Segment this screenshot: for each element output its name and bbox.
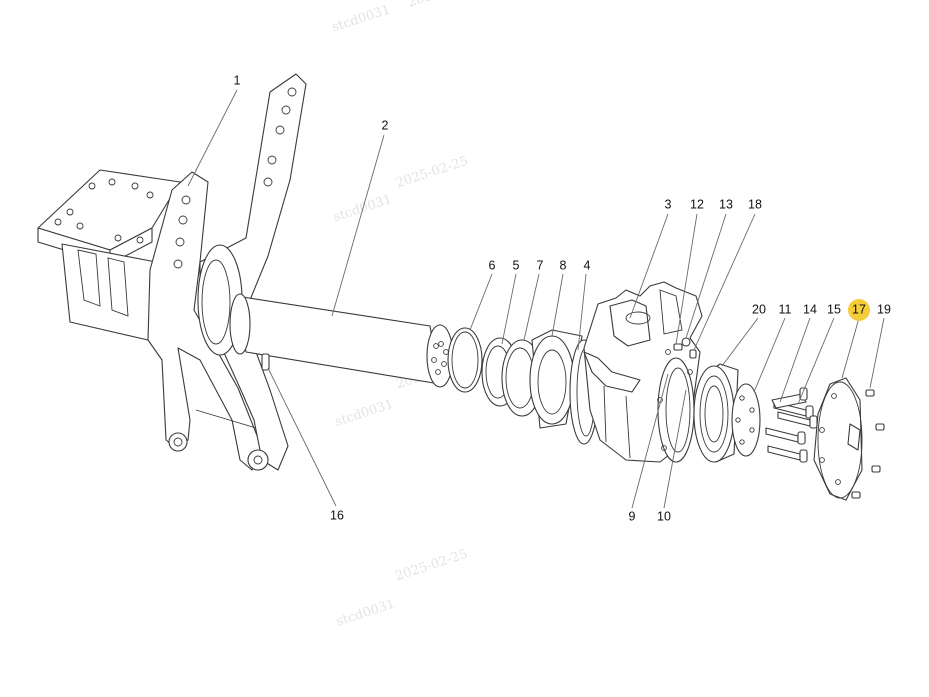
- callout-5[interactable]: 5: [506, 256, 526, 276]
- callout-20-label: 20: [752, 302, 766, 316]
- callout-17-label: 17: [852, 302, 866, 316]
- part-frame: [37, 73, 307, 471]
- part-screws: [851, 389, 885, 499]
- watermark-user: stcd0031: [330, 2, 392, 35]
- callout-10[interactable]: 10: [653, 506, 675, 528]
- callout-2[interactable]: 2: [375, 116, 395, 136]
- callout-13[interactable]: 13: [715, 194, 737, 216]
- leader-lines: [187, 89, 885, 509]
- callout-16[interactable]: 16: [326, 505, 348, 527]
- watermark-user: stcd0031: [333, 397, 395, 430]
- part-oring: [447, 327, 483, 393]
- callout-15[interactable]: 15: [823, 299, 845, 321]
- callout-14-label: 14: [803, 302, 817, 316]
- callout-3[interactable]: 3: [658, 195, 678, 215]
- watermark-date: 2025-02-25: [394, 547, 470, 584]
- part-bolts: [765, 387, 818, 463]
- watermark-date: 2025-02-25: [406, 0, 482, 11]
- callout-19-label: 19: [877, 302, 891, 316]
- callout-3-label: 3: [665, 197, 672, 211]
- callout-12[interactable]: 12: [686, 194, 708, 216]
- callout-20[interactable]: 20: [748, 299, 770, 321]
- callout-6-label: 6: [489, 258, 496, 272]
- part-hub-housing: [583, 281, 703, 463]
- callout-17-highlight[interactable]: [848, 299, 870, 321]
- callout-10-label: 10: [657, 509, 671, 523]
- part-flange-plate: [731, 383, 761, 457]
- callout-2-label: 2: [382, 118, 389, 132]
- callout-13-label: 13: [719, 197, 733, 211]
- part-fittings: [673, 337, 697, 359]
- callout-8[interactable]: 8: [553, 256, 573, 276]
- callout-11-label: 11: [779, 302, 792, 316]
- watermark-user: stcd0031: [335, 597, 397, 630]
- callout-8-label: 8: [560, 258, 567, 272]
- part-drum: [693, 363, 739, 463]
- callout-18-label: 18: [748, 197, 762, 211]
- part-shaft: [229, 293, 454, 388]
- watermark-mid-1: stcd0031 2025-02-25: [332, 154, 470, 225]
- callout-17[interactable]: 17: [848, 299, 870, 321]
- callout-18[interactable]: 18: [744, 194, 766, 216]
- callout-11[interactable]: 11: [774, 299, 796, 321]
- callout-1[interactable]: 1: [227, 71, 247, 91]
- watermark-date: 2025-02-25: [394, 154, 470, 191]
- callout-5-label: 5: [513, 258, 520, 272]
- callout-7[interactable]: 7: [530, 256, 550, 276]
- callout-9[interactable]: 9: [622, 507, 642, 527]
- callout-16-label: 16: [330, 508, 344, 522]
- watermark-bottom: stcd0031 2025-02-25: [335, 547, 470, 630]
- callout-14[interactable]: 14: [799, 299, 821, 321]
- callout-12-label: 12: [690, 197, 704, 211]
- callout-6[interactable]: 6: [482, 256, 502, 276]
- callout-4-label: 4: [584, 258, 591, 272]
- watermark-top: stcd0031 2025-02-25: [330, 0, 482, 35]
- callout-9-label: 9: [629, 509, 636, 523]
- part-hub-cap: [813, 377, 863, 501]
- callout-15-label: 15: [827, 302, 841, 316]
- callout-1-label: 1: [234, 73, 241, 87]
- callout-19[interactable]: 19: [873, 299, 895, 321]
- callout-7-label: 7: [537, 258, 544, 272]
- callout-4[interactable]: 4: [577, 256, 597, 276]
- part-pin: [261, 353, 270, 371]
